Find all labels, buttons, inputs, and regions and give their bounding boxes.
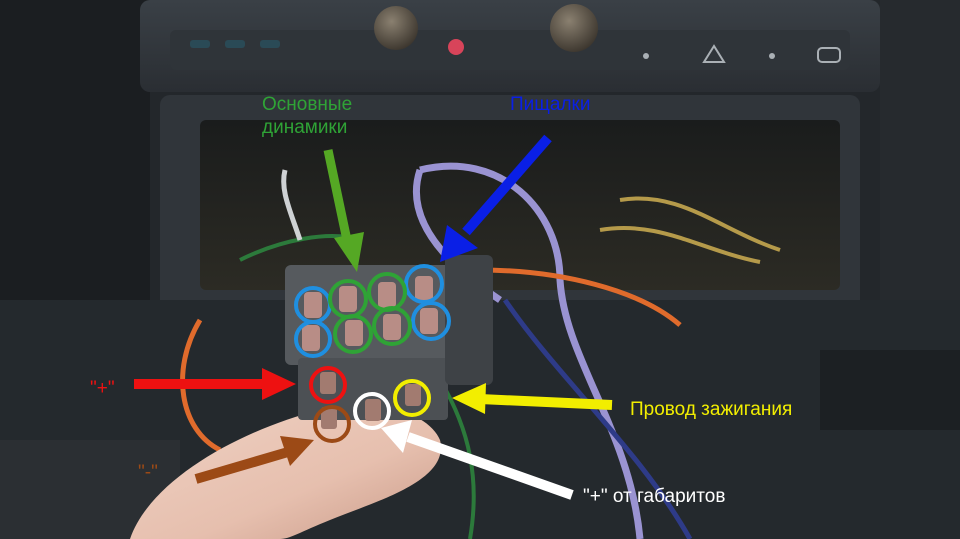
tweeter-pin-circle-4 <box>411 301 451 341</box>
tweeters-label: Пищалки <box>510 94 591 115</box>
minus-arrow <box>194 436 314 484</box>
panel-dot-1 <box>643 53 649 59</box>
main-speakers-arrow <box>323 149 364 272</box>
connector-latch <box>445 255 493 385</box>
plus-pin-circle <box>309 366 347 404</box>
console-slot <box>820 350 960 430</box>
white-wire <box>281 169 303 241</box>
blue-wire <box>502 298 693 539</box>
ignition-pin-circle <box>393 379 431 417</box>
main-speaker-circles <box>328 272 412 354</box>
parking-plus-label: "+" от габаритов <box>583 486 726 507</box>
connector-upper-block <box>285 265 455 365</box>
speaker-pin-circle-4 <box>372 306 412 346</box>
parking-arrow <box>381 420 574 500</box>
climate-leds <box>190 40 280 48</box>
ignition-wire-label: Провод зажигания <box>630 399 793 420</box>
tweeter-pin-circle-3 <box>294 320 332 358</box>
orange-wire <box>180 267 682 453</box>
iso-connector <box>285 255 493 429</box>
main-speakers-label-line1: Основные <box>262 94 353 115</box>
climate-strip <box>170 30 850 70</box>
tweeter-pin-circle-2 <box>404 264 444 304</box>
minus-pin-circle <box>313 405 351 443</box>
main-speakers-label-line2: динамики <box>262 117 348 138</box>
bay-wiring <box>599 196 781 264</box>
upper-pins <box>302 276 438 351</box>
defrost-icon <box>817 47 841 63</box>
climate-knob-left <box>374 6 418 50</box>
speaker-pin-circle-3 <box>333 314 373 354</box>
minus-label: "-" <box>138 462 158 483</box>
tweeters-arrow <box>440 134 552 262</box>
plus-label: "+" <box>90 378 115 399</box>
ignition-arrow <box>452 383 613 414</box>
indicator-red <box>448 39 464 55</box>
hand <box>130 404 441 539</box>
hazard-icon <box>702 44 726 63</box>
lower-pins <box>320 372 421 429</box>
main-speakers-label: Основные динамики <box>262 93 352 139</box>
climate-knob-right <box>550 4 598 52</box>
panel-dot-2 <box>769 53 775 59</box>
parking-pin-circle <box>353 392 391 430</box>
plus-arrow <box>134 368 296 400</box>
radio-bay-cavity <box>200 120 840 290</box>
